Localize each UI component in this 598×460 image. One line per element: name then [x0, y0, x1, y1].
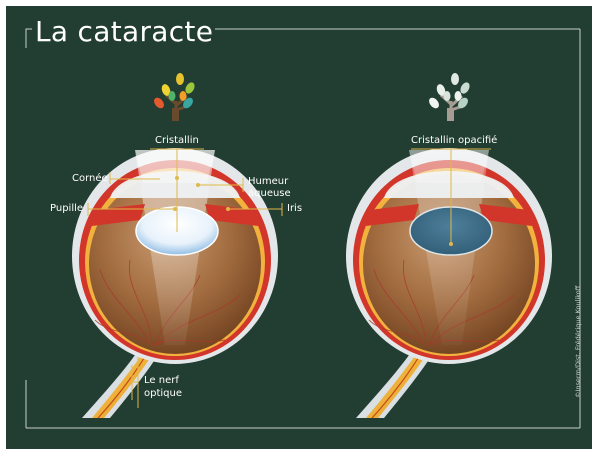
label-cristallin: Cristallin [155, 135, 199, 147]
label-nerf-2: optique [144, 388, 182, 400]
page-title: La cataracte [35, 14, 213, 50]
label-cristallin-opacifie: Cristallin opacifié [411, 135, 497, 147]
label-pupille: Pupille [50, 203, 83, 215]
label-cornee: Cornée [72, 173, 108, 185]
label-humeur-1: Humeur [248, 176, 288, 188]
label-nerf-1: Le nerf [144, 375, 179, 387]
label-iris: Iris [287, 203, 302, 215]
label-humeur-2: aqueuse [248, 188, 291, 200]
image-credit: ©Inserm/Dist. Frédérique Koulikoff [574, 286, 582, 398]
